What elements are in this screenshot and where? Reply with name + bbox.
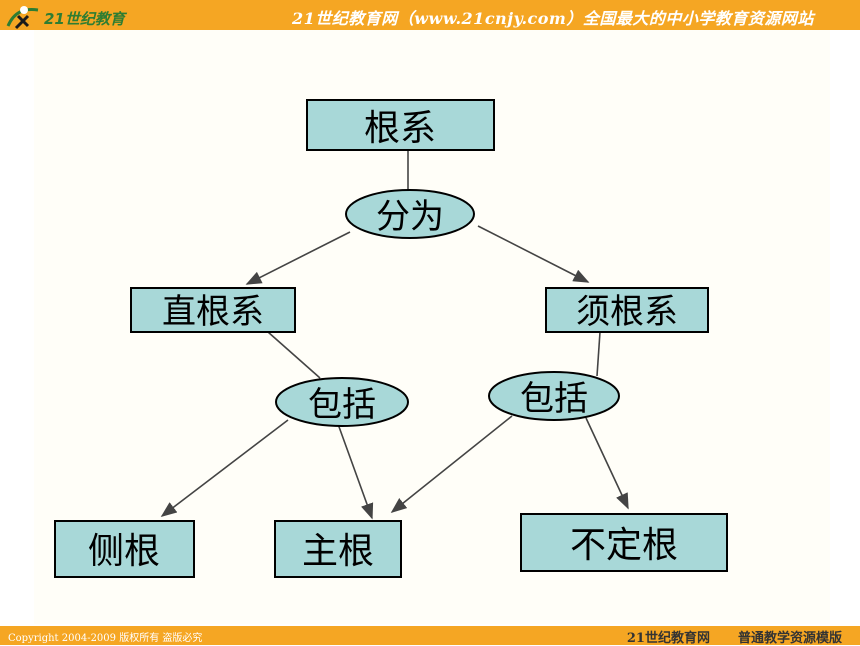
node-taproot-system: 直根系 [130, 287, 296, 333]
node-root: 根系 [306, 99, 495, 151]
node-root-relation: 分为 [345, 189, 475, 239]
edge-right-includes-to-adventitious [585, 417, 629, 510]
node-root-relation-label: 分为 [376, 197, 444, 237]
node-fibrous-system: 须根系 [545, 287, 709, 333]
node-adventitious-root: 不定根 [520, 513, 728, 572]
edge-left-includes-to-main [337, 423, 374, 520]
node-left-includes: 包括 [275, 377, 409, 427]
node-left-includes-label: 包括 [308, 385, 376, 425]
site-title: 21世纪教育网（www.21cnjy.com）全国最大的中小学教育资源网站 [292, 9, 814, 28]
logo-icon [6, 6, 39, 30]
logo-text: 21世纪教育 [44, 10, 125, 28]
node-lateral-root: 侧根 [54, 520, 195, 578]
node-taproot-system-label: 直根系 [162, 292, 264, 332]
footer-brand: 21世纪教育网 普通教学资源模版 [627, 627, 842, 646]
edge-left-includes-to-lateral [160, 419, 289, 517]
edge-relation-to-right [477, 225, 590, 283]
edge-relation-to-left [245, 231, 351, 285]
edge-right-to-includes [596, 331, 601, 377]
edge-right-includes-to-main [390, 415, 513, 513]
footer-divider [0, 624, 860, 626]
node-lateral-root-label: 侧根 [88, 531, 160, 572]
left-margin [0, 30, 34, 624]
edge-left-to-includes [267, 331, 321, 379]
footer-slogan: 普通教学资源模版 [737, 631, 842, 646]
node-adventitious-root-label: 不定根 [570, 525, 678, 566]
header-bar: 21世纪教育 21世纪教育网（www.21cnjy.com）全国最大的中小学教育… [0, 0, 860, 30]
footer-site: 21世纪教育网 [626, 631, 710, 646]
node-main-root-label: 主根 [302, 531, 374, 572]
node-right-includes: 包括 [488, 371, 620, 421]
node-main-root: 主根 [274, 520, 402, 578]
node-fibrous-system-label: 须根系 [576, 292, 678, 332]
footer-bar: Copyright 2004-2009 版权所有 盗版必究 21世纪教育网 普通教… [0, 626, 860, 646]
node-right-includes-label: 包括 [520, 379, 588, 419]
node-root-label: 根系 [364, 108, 436, 149]
right-margin [830, 30, 860, 624]
copyright-text: Copyright 2004-2009 版权所有 盗版必究 [8, 633, 203, 644]
